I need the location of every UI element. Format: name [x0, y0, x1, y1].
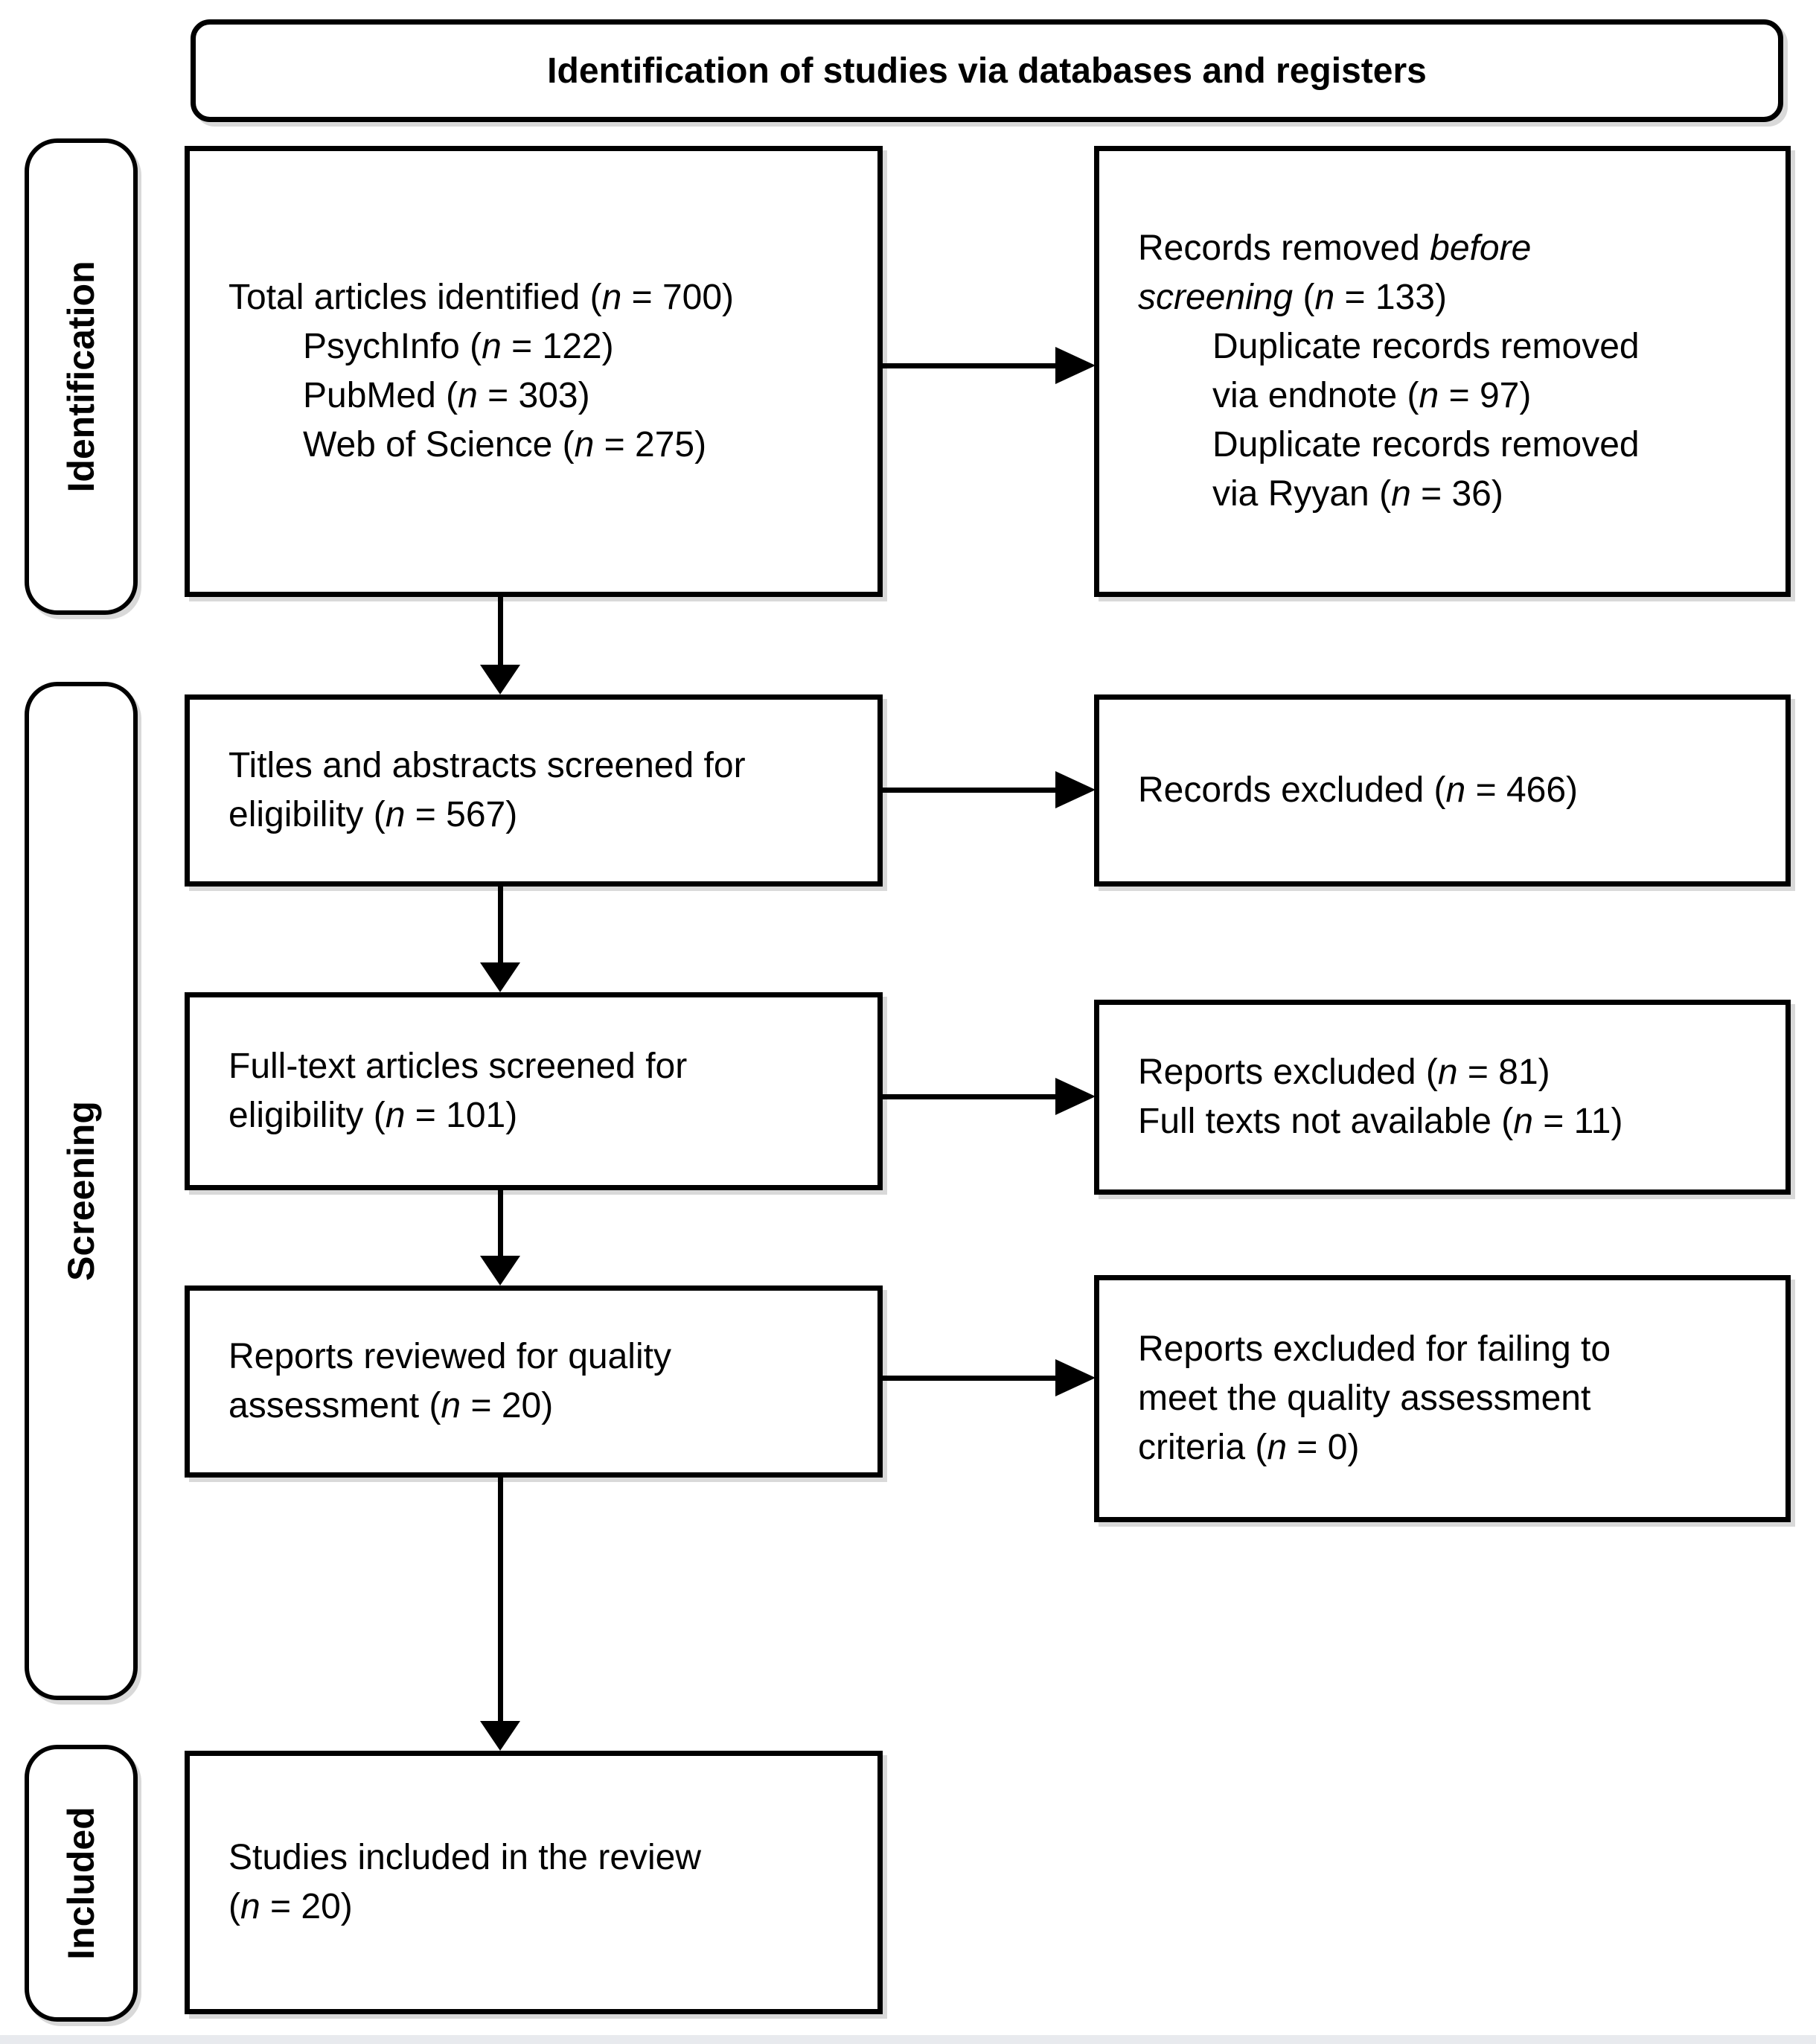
flow-box-text-line: PsychInfo (n = 122): [303, 327, 614, 366]
arrow-line-identified-to-removed: [883, 363, 1060, 368]
flow-box-text-line: Reports excluded (n = 81): [1138, 1053, 1550, 1092]
flow-box-text-line: Titles and abstracts screened for: [228, 746, 746, 785]
flow-box-text-line: Full texts not available (n = 11): [1138, 1102, 1623, 1141]
arrowhead-down-icon: [480, 665, 520, 694]
flow-box-text-line: screening (n = 133): [1138, 278, 1447, 317]
box-records-removed-before-screening: Records removed before screening (n = 133…: [1094, 146, 1791, 597]
flow-box-text-line: eligibility (n = 101): [228, 1096, 518, 1135]
arrowhead-down-icon: [480, 1721, 520, 1751]
diagram-title: Identification of studies via databases …: [547, 51, 1427, 91]
arrowhead-right-icon: [1055, 771, 1096, 808]
flow-box-text-line: via Ryyan (n = 36): [1212, 474, 1503, 514]
stage-screening-label: Screening: [60, 1101, 102, 1281]
flow-box-text-line: Duplicate records removed: [1212, 327, 1640, 366]
arrowhead-down-icon: [480, 962, 520, 992]
box-studies-included: Studies included in the review (n = 20): [185, 1751, 883, 2014]
flow-box-text-line: Total articles identified (n = 700): [228, 278, 735, 317]
box-fulltext-articles-screened: Full-text articles screened for eligibili…: [185, 992, 883, 1190]
arrow-line-titles-to-fulltext: [498, 887, 503, 965]
flow-box-text-line: Reports reviewed for quality: [228, 1337, 671, 1376]
box-total-articles-identified: Total articles identified (n = 700) Psych…: [185, 146, 883, 597]
flow-box-text-line: criteria (n = 0): [1138, 1428, 1360, 1467]
arrow-line-identified-to-titles: [498, 597, 503, 668]
flow-box-text-line: eligibility (n = 567): [228, 795, 518, 834]
flow-box-text-line: Studies included in the review: [228, 1838, 702, 1877]
stage-included-label: Included: [60, 1807, 102, 1960]
arrow-line-fulltext-to-reports-excluded: [883, 1094, 1060, 1099]
box-titles-abstracts-screened: Titles and abstracts screened for eligibi…: [185, 694, 883, 887]
flow-box-text-line: Records excluded (n = 466): [1138, 770, 1579, 810]
flow-box-text-line: meet the quality assessment: [1138, 1379, 1591, 1418]
flow-box-text-line: PubMed (n = 303): [303, 376, 590, 415]
arrowhead-right-icon: [1055, 347, 1096, 384]
flow-box-text-line: Full-text articles screened for: [228, 1047, 688, 1086]
flow-box-text-line: Reports excluded for failing to: [1138, 1329, 1611, 1369]
flow-box-text-line: assessment (n = 20): [228, 1386, 554, 1425]
flow-box-text-line: Duplicate records removed: [1212, 425, 1640, 464]
flow-box-text-line: via endnote (n = 97): [1212, 376, 1532, 415]
flow-box-text-line: (n = 20): [228, 1887, 353, 1926]
stage-identification: Identification: [25, 138, 138, 615]
stage-identification-label: Identification: [60, 261, 102, 493]
arrowhead-right-icon: [1055, 1359, 1096, 1396]
arrow-line-titles-to-records-excluded: [883, 788, 1060, 793]
stage-included: Included: [25, 1745, 138, 2022]
arrowhead-right-icon: [1055, 1078, 1096, 1115]
stage-screening: Screening: [25, 682, 138, 1700]
arrowhead-down-icon: [480, 1256, 520, 1286]
arrow-line-fulltext-to-quality: [498, 1190, 503, 1259]
arrow-line-quality-to-included: [498, 1476, 503, 1724]
box-reports-excluded: Reports excluded (n = 81) Full texts not …: [1094, 1000, 1791, 1195]
page-edge-strip: [0, 2035, 1816, 2044]
box-reports-excluded-quality: Reports excluded for failing to meet the …: [1094, 1275, 1791, 1522]
box-records-excluded: Records excluded (n = 466): [1094, 694, 1791, 887]
diagram-title-box: Identification of studies via databases …: [191, 19, 1783, 122]
box-reports-reviewed-quality: Reports reviewed for quality assessment (…: [185, 1286, 883, 1478]
flow-box-text-line: Records removed before: [1138, 229, 1532, 268]
flow-box-text-line: Web of Science (n = 275): [303, 425, 707, 464]
arrow-line-quality-to-quality-excluded: [883, 1376, 1060, 1381]
